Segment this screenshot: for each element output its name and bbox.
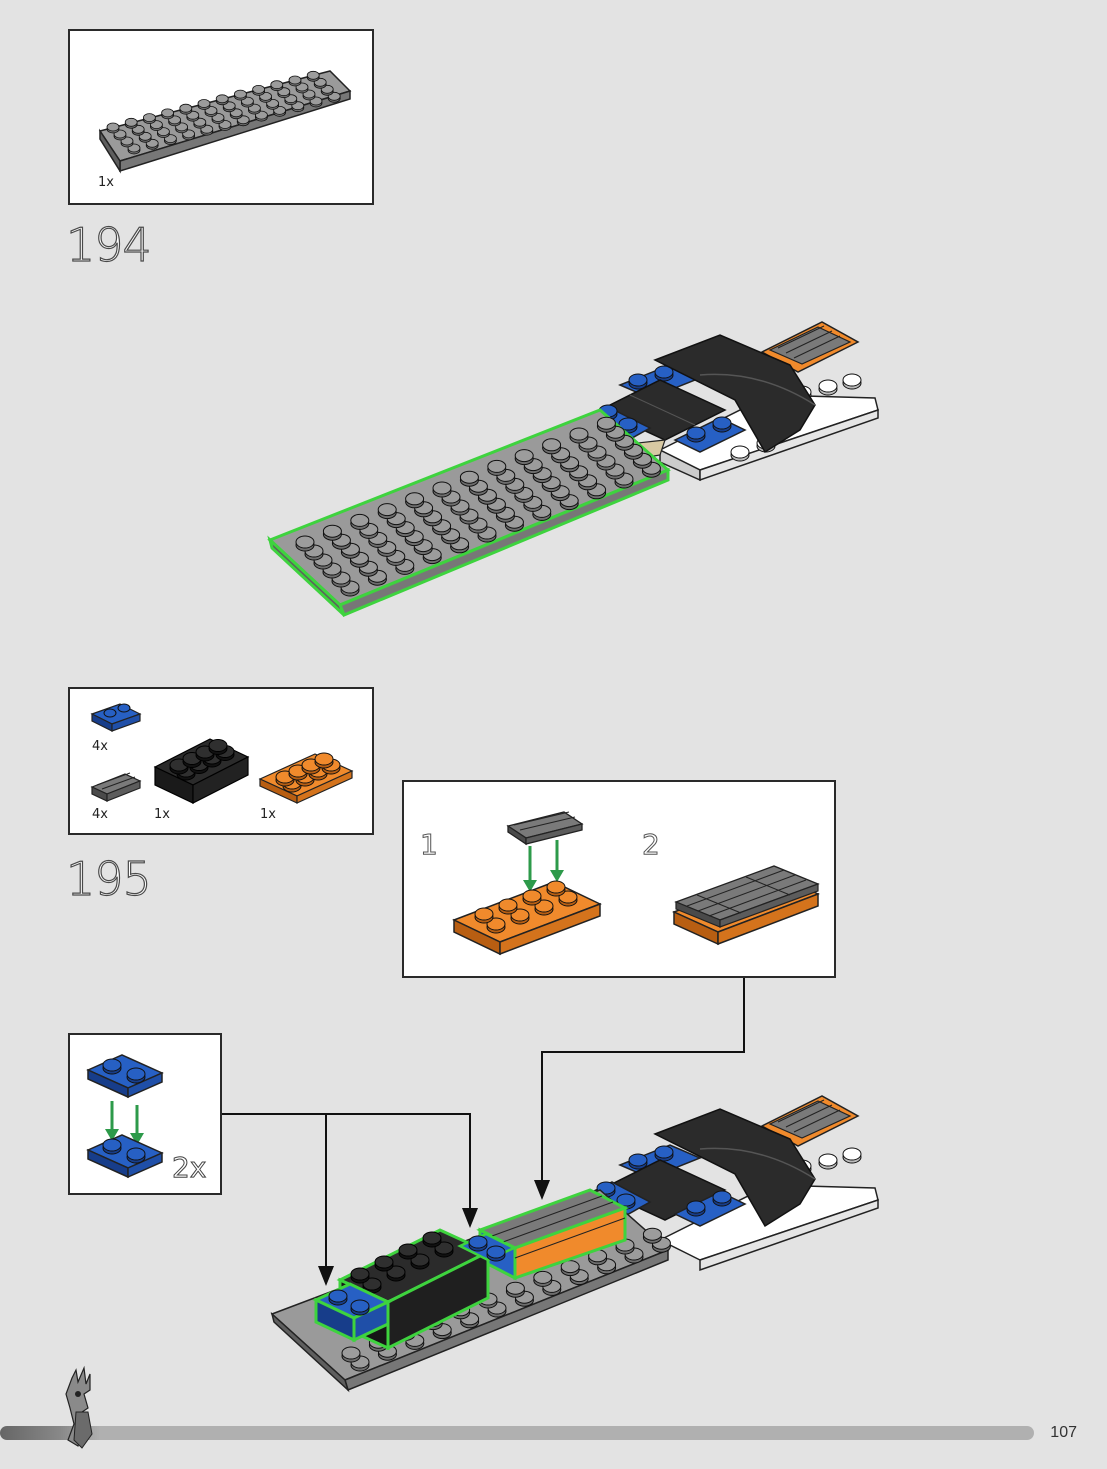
- part-quantity-black: 1x: [154, 807, 170, 822]
- parts-illustrations: [70, 689, 376, 837]
- stud: [323, 525, 341, 540]
- stud: [523, 890, 541, 905]
- stud: [547, 881, 565, 896]
- stud: [423, 1232, 441, 1247]
- stud: [307, 71, 319, 81]
- stud: [342, 1347, 360, 1362]
- part-quantity-blue: 4x: [92, 739, 108, 754]
- stud: [351, 514, 369, 529]
- orange-plate-sub1: [454, 881, 600, 954]
- stud: [534, 1271, 552, 1286]
- subassembly-illustrations: [404, 782, 838, 980]
- subassembly-callout: 1 2: [402, 780, 836, 978]
- grille-tile-falling: [508, 812, 582, 844]
- stud: [506, 1282, 524, 1297]
- stud: [107, 123, 119, 133]
- stud: [162, 109, 174, 119]
- parts-list-step-195: 4x 4x 1x 1x: [68, 687, 374, 835]
- stud: [296, 536, 314, 551]
- stud: [289, 76, 301, 86]
- stud: [143, 114, 155, 124]
- orange-plate-part: [260, 753, 352, 803]
- page-number: 107: [1050, 1424, 1077, 1442]
- stud: [378, 504, 396, 519]
- step-number: 194: [66, 218, 151, 272]
- step-195-assembly: [0, 1090, 1107, 1390]
- stud: [597, 417, 615, 432]
- stud: [315, 753, 333, 768]
- stud: [475, 908, 493, 923]
- part-quantity-grille: 4x: [92, 807, 108, 822]
- stud: [125, 118, 137, 128]
- stud: [561, 1261, 579, 1276]
- gray-plate-highlighted: [270, 410, 668, 615]
- black-brick-part: [155, 739, 248, 803]
- stud: [209, 740, 227, 755]
- stud: [375, 1256, 393, 1271]
- stud: [543, 439, 561, 454]
- character-figure-icon: [58, 1368, 108, 1453]
- stud: [433, 482, 451, 497]
- stud: [271, 81, 283, 91]
- stud: [216, 95, 228, 105]
- gray-plate-part: [70, 31, 376, 207]
- orange-plate-with-grilles: [674, 866, 818, 944]
- stud: [406, 493, 424, 508]
- step-194-assembly: [0, 300, 1107, 720]
- stud: [253, 85, 265, 95]
- stud: [488, 460, 506, 475]
- stud: [234, 90, 246, 100]
- stud: [399, 1244, 417, 1259]
- stud: [351, 1268, 369, 1283]
- stud: [570, 428, 588, 443]
- stud: [499, 899, 517, 914]
- blue-plate-part: [92, 704, 140, 731]
- part-quantity: 1x: [98, 175, 114, 190]
- parts-list-step-194: 1x: [68, 29, 374, 205]
- dark-gray-grille-part: [92, 773, 140, 801]
- stud: [180, 104, 192, 114]
- part-quantity-orange: 1x: [260, 807, 276, 822]
- stud: [515, 450, 533, 465]
- step-number: 195: [66, 852, 151, 906]
- stud: [460, 471, 478, 486]
- stud: [643, 1228, 661, 1243]
- stud: [198, 100, 210, 110]
- footer-bar: [0, 1426, 1034, 1440]
